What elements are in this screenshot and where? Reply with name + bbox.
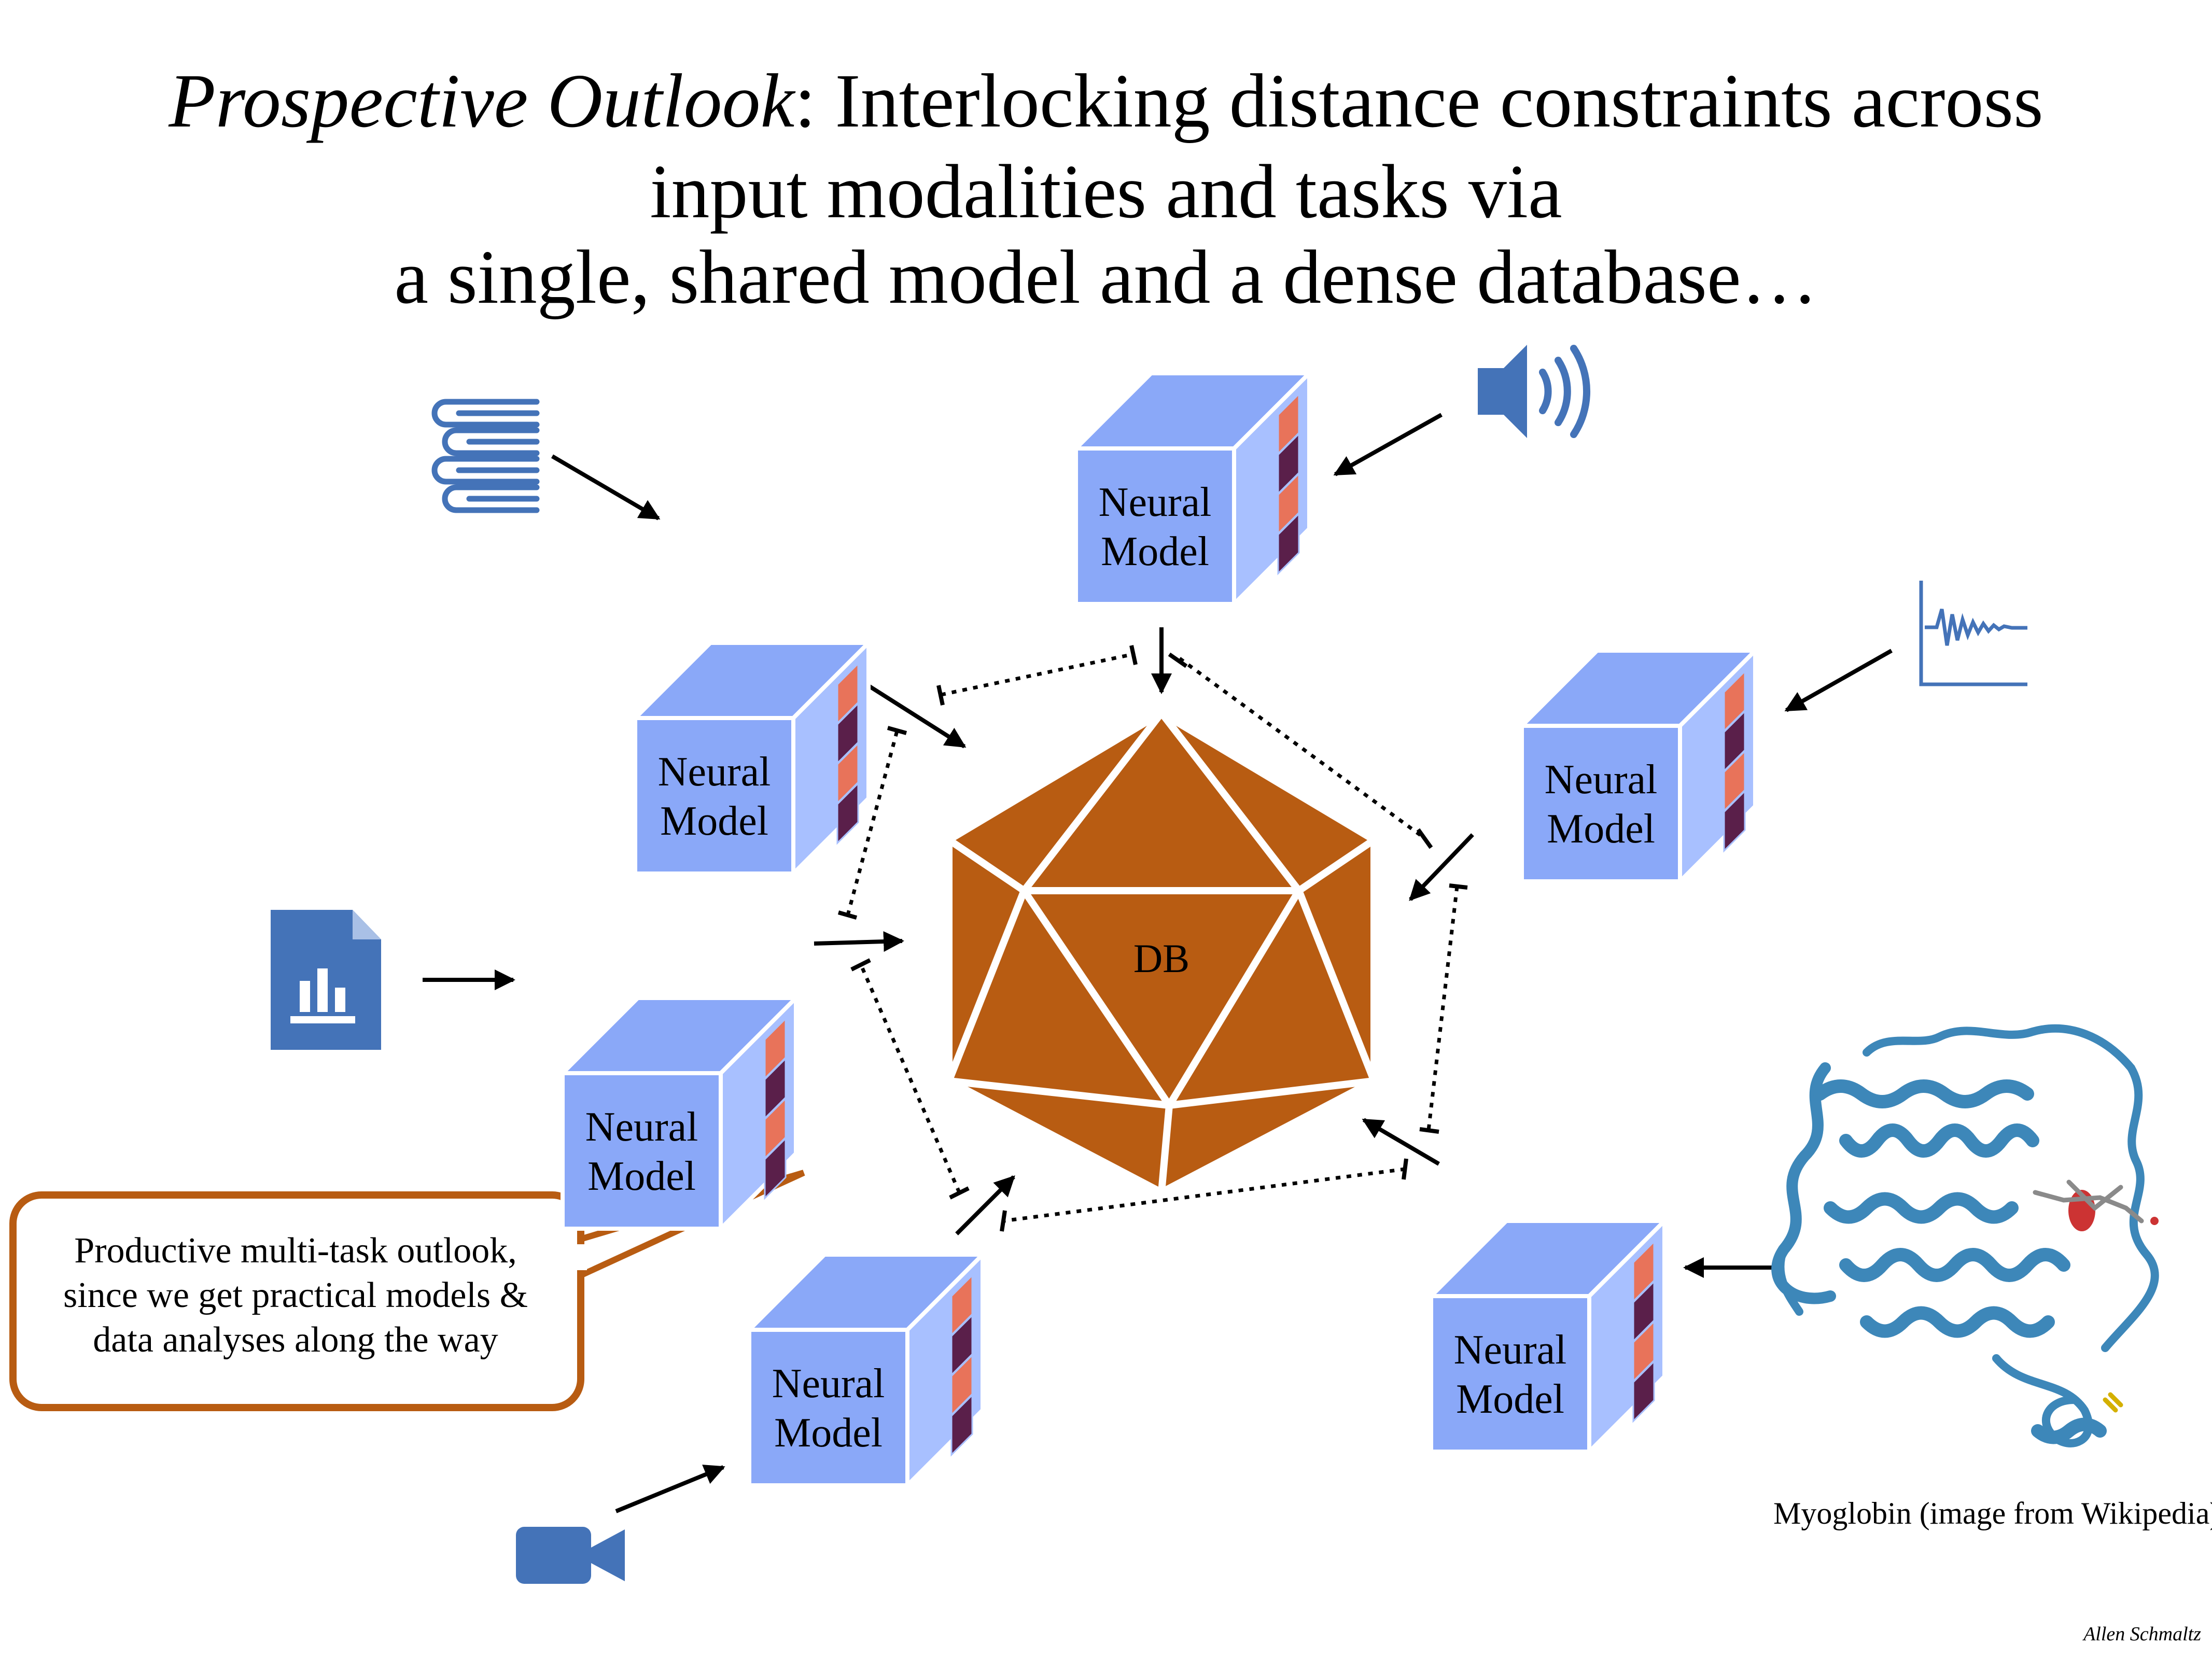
model-label-line-2: Model: [1547, 806, 1655, 852]
model-label-line-2: Model: [660, 798, 768, 844]
callout-line-3: data analyses along the way: [93, 1320, 498, 1360]
author-credit: Allen Schmaltz: [2083, 1623, 2201, 1645]
model-label-line-2: Model: [774, 1410, 883, 1456]
speaker-icon: [1478, 345, 1591, 438]
constraint-line: [941, 652, 1133, 697]
model-label-line-1: Neural: [1099, 480, 1212, 525]
title-italic: Prospective Outlook: [169, 59, 795, 144]
distance-constraints: [846, 652, 1459, 1223]
cube-layer-stripe: [836, 781, 859, 845]
constraint-line: [859, 963, 961, 1193]
model-label-line-1: Neural: [585, 1104, 698, 1150]
arrow-model-to-db: [1409, 833, 1474, 901]
database-icosahedron: DB: [945, 709, 1378, 1196]
title-line-1: Prospective Outlook: Interlocking distan…: [0, 57, 2212, 145]
model-label-line-1: Neural: [1545, 757, 1658, 803]
constraint-line: [1178, 657, 1425, 839]
constraint-line: [1003, 1167, 1406, 1223]
cube-layer-stripe: [1632, 1359, 1655, 1423]
model-label-line-2: Model: [1456, 1376, 1564, 1422]
arrow-model-to-db: [814, 931, 904, 952]
myoglobin-caption: Myoglobin (image from Wikipedia): [1773, 1496, 2212, 1530]
arrow-model-to-db: [955, 1175, 1015, 1235]
title-line-1-rest: : Interlocking distance constraints acro…: [794, 59, 2043, 144]
constraint-line: [1426, 886, 1459, 1131]
cube-front-face: [561, 1071, 723, 1231]
cube-layer-stripe: [950, 1393, 973, 1457]
arrow-camera-to-model: [615, 1465, 725, 1513]
document-chart-icon: [271, 910, 381, 1050]
arrow-model-to-db: [1362, 1118, 1440, 1166]
arrow-waveform-to-model: [1784, 649, 1893, 712]
title-line-3: a single, shared model and a dense datab…: [394, 235, 1818, 320]
cube-front-face: [633, 716, 795, 876]
cube-layer-stripe: [1277, 512, 1300, 575]
callout-line-1: Productive multi-task outlook,: [74, 1231, 517, 1271]
arrow-books-to-model: [551, 454, 661, 521]
flow-arrows: [423, 413, 1893, 1513]
arrow-model-to-db: [857, 677, 967, 749]
arrow-speaker-to-model: [1333, 413, 1443, 476]
title-line-2: input modalities and tasks via: [650, 149, 1562, 234]
cube-front-face: [1429, 1294, 1591, 1454]
model-label-line-2: Model: [1101, 529, 1209, 574]
cube-front-face: [747, 1328, 909, 1487]
books-icon: [431, 399, 540, 513]
callout-text: Productive multi-task outlook, since we …: [29, 1229, 563, 1362]
cube-front-face: [1520, 724, 1682, 883]
callout-line-2: since we get practical models &: [63, 1275, 528, 1315]
model-label-line-2: Model: [587, 1154, 696, 1199]
cube-layer-stripe: [764, 1136, 787, 1200]
cube-front-face: [1074, 446, 1236, 606]
db-label: DB: [1133, 936, 1189, 981]
cube-layer-stripe: [1723, 789, 1746, 853]
model-label-line-1: Neural: [1454, 1327, 1567, 1373]
constraint-end-bars: [837, 645, 1468, 1232]
waveform-icon: [1919, 581, 2027, 686]
myoglobin-image: [1771, 1024, 2159, 1447]
model-label-line-1: Neural: [658, 749, 771, 795]
model-label-line-1: Neural: [772, 1361, 885, 1407]
video-camera-icon: [516, 1527, 625, 1584]
callout-box: [9, 1191, 584, 1411]
